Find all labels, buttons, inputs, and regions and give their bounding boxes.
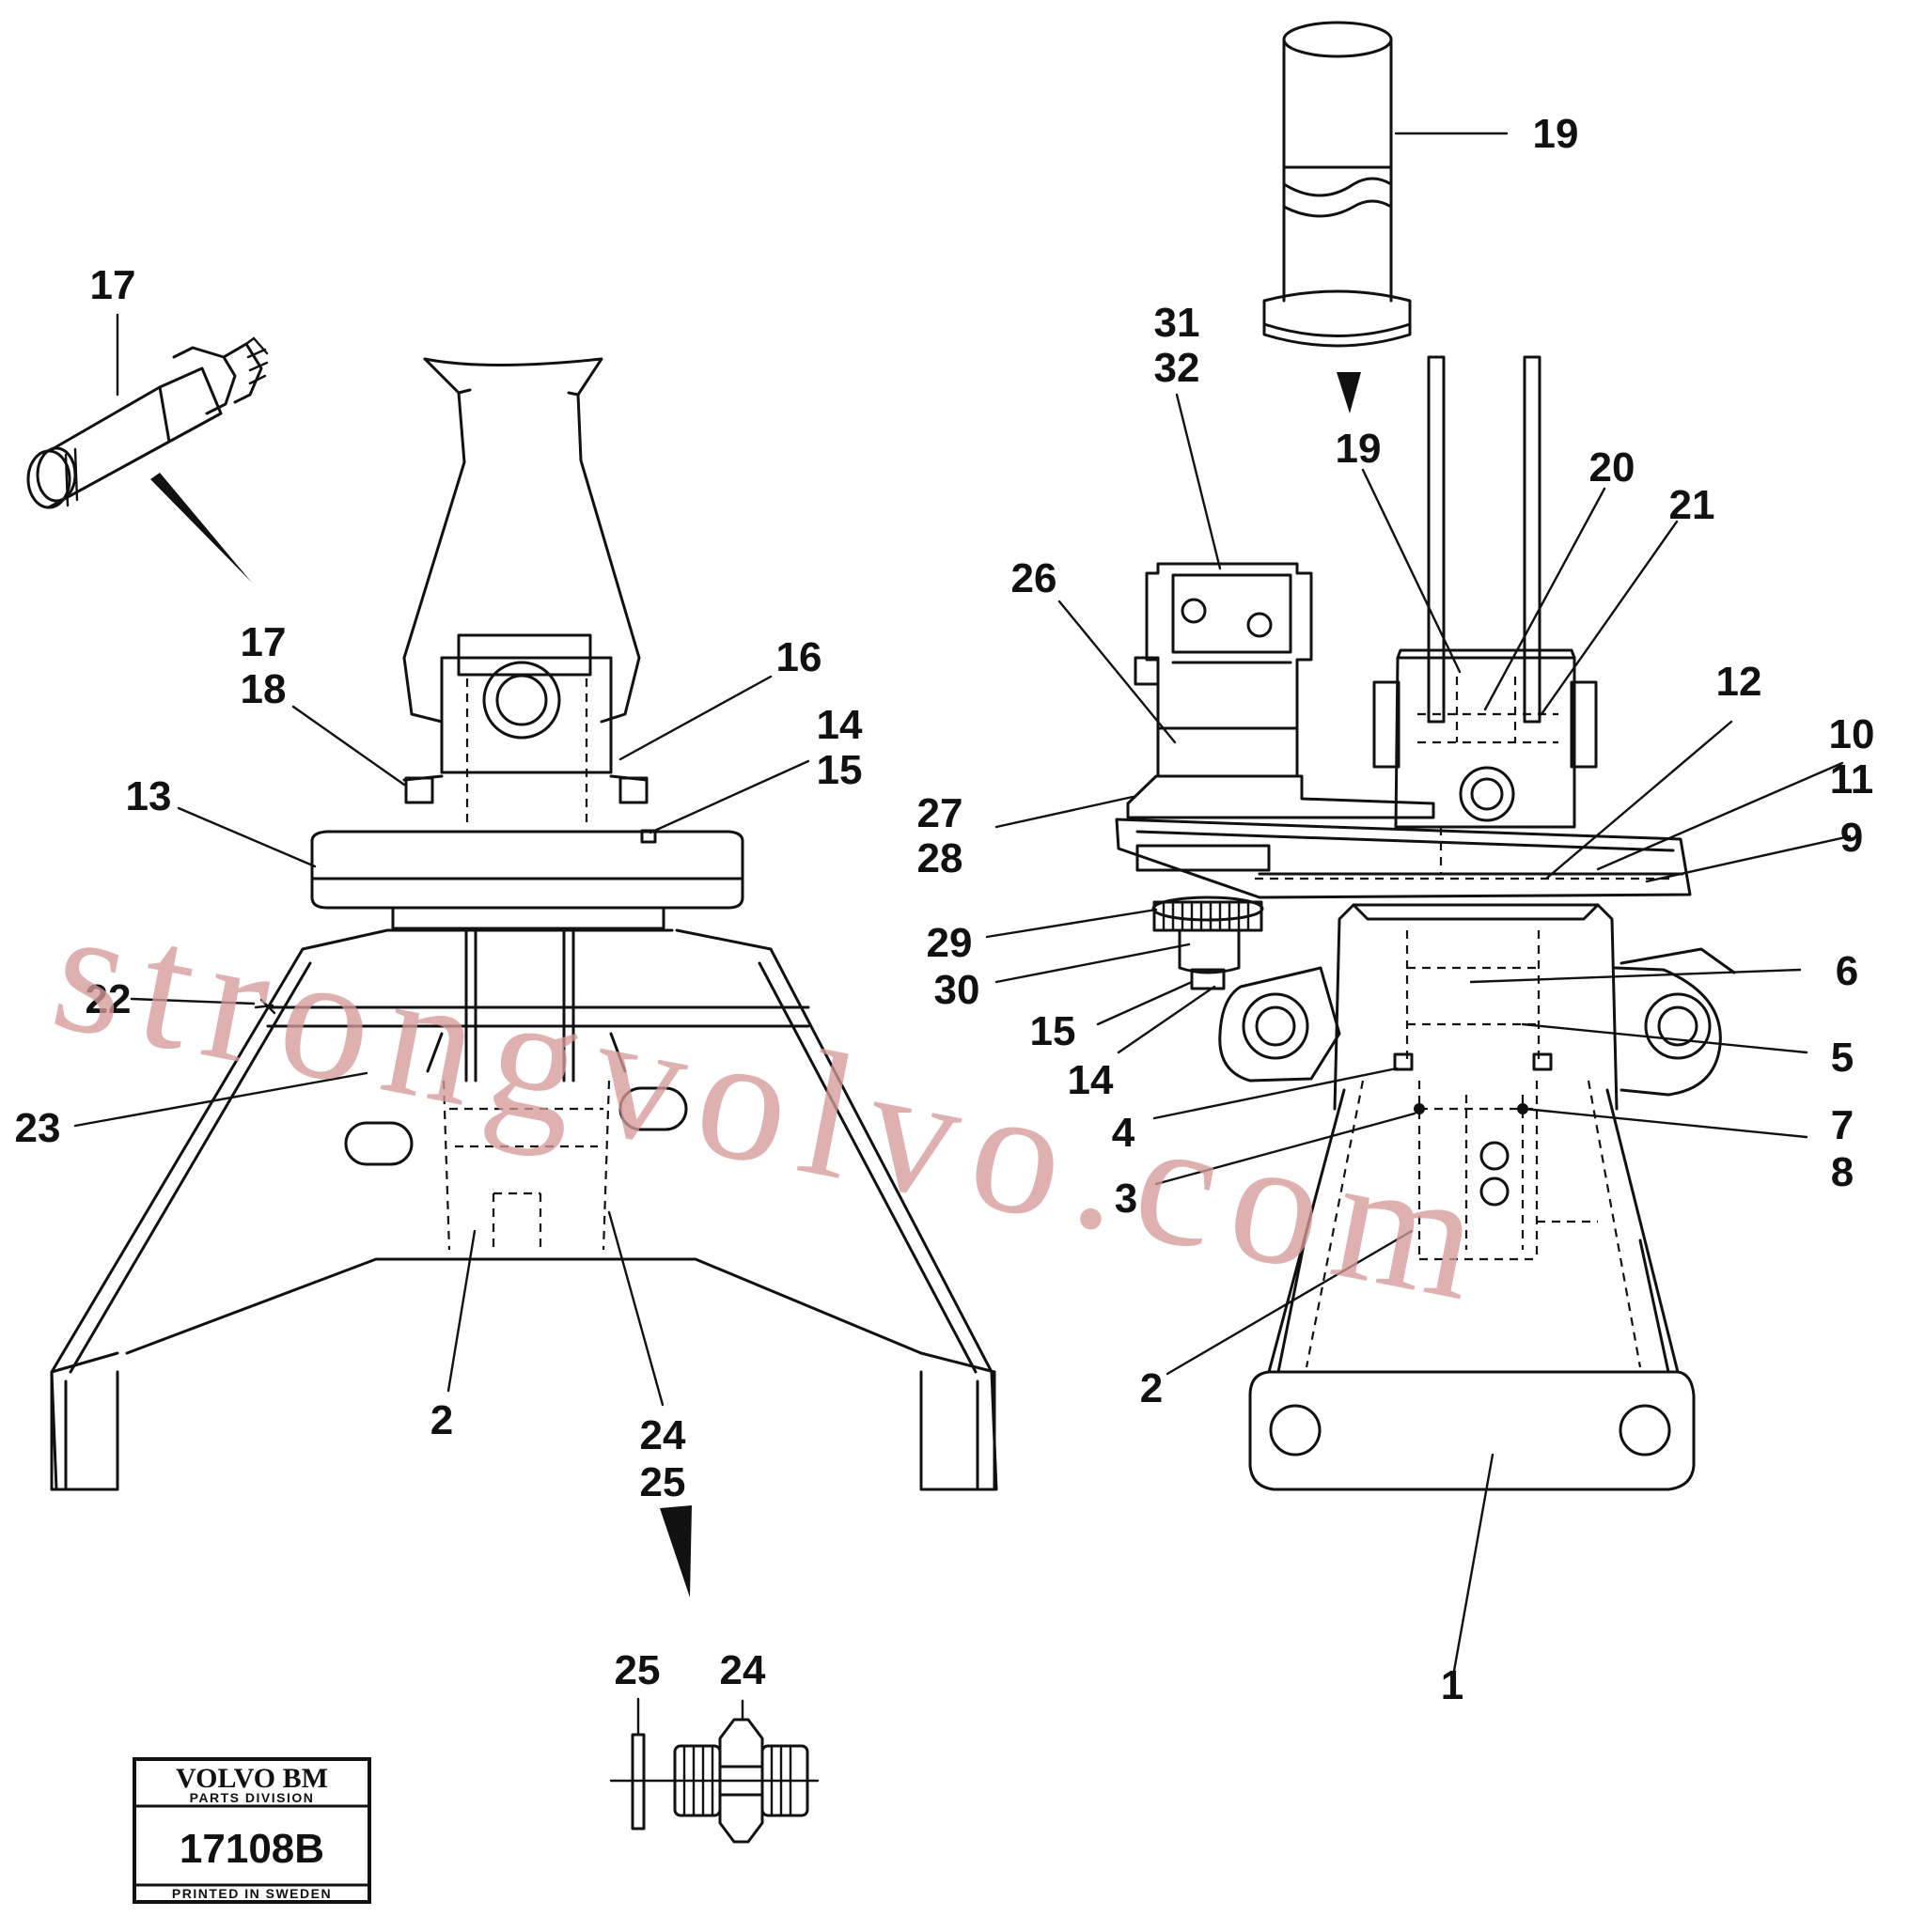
callout-9: 9: [1840, 815, 1863, 861]
pointer-19: [1337, 372, 1361, 413]
callout-7: 7: [1831, 1102, 1854, 1148]
callout-6: 6: [1836, 948, 1858, 994]
control-levers: [1427, 355, 1541, 724]
stamp-printed: PRINTED IN SWEDEN: [172, 1886, 332, 1901]
watermark: strongvolvo.com: [39, 869, 1510, 1341]
lever-grip-19: [1262, 21, 1412, 348]
callout-13: 13: [126, 773, 172, 819]
callout-14-left: 14: [817, 702, 863, 748]
pointer-17: [150, 473, 252, 583]
callout-19-top: 19: [1533, 111, 1579, 157]
callout-24-lower: 24: [720, 1647, 766, 1693]
callout-11: 11: [1830, 756, 1874, 802]
callout-19-mid: 19: [1336, 426, 1382, 472]
callout-26: 26: [1011, 555, 1057, 601]
base-frame-left: [50, 928, 998, 1491]
callout-24-upper: 24: [640, 1412, 686, 1458]
callout-15-left: 15: [817, 747, 863, 793]
callout-2-left: 2: [430, 1397, 453, 1443]
callout-14-right: 14: [1068, 1057, 1114, 1103]
callout-18: 18: [241, 666, 287, 712]
callout-2-right: 2: [1140, 1365, 1163, 1411]
callout-25-upper: 25: [640, 1459, 686, 1505]
left-assembly: [26, 336, 998, 1844]
stamp-brand: VOLVO BM: [176, 1763, 328, 1794]
pointer-24-25: [660, 1505, 692, 1597]
leader-lines: [73, 132, 1852, 1737]
gear-29-30: [1151, 896, 1264, 990]
callouts: 17 17 18 13 16 14 15 22 23 2 24 25 25 24…: [15, 111, 1875, 1708]
stamp-division: PARTS DIVISION: [190, 1790, 315, 1805]
callout-12: 12: [1716, 659, 1762, 705]
callout-28: 28: [917, 835, 963, 881]
callout-27: 27: [917, 790, 963, 836]
callout-5: 5: [1831, 1035, 1854, 1081]
callout-17-top: 17: [90, 262, 136, 308]
callout-8: 8: [1831, 1149, 1854, 1195]
callout-4: 4: [1112, 1110, 1135, 1156]
stamp-number: 17108B: [180, 1826, 324, 1872]
callout-23: 23: [15, 1105, 61, 1151]
callout-10: 10: [1829, 711, 1875, 757]
swivel-housing: [1218, 903, 1736, 1111]
fitting-17-drawing: [26, 336, 269, 509]
turntable-plate-13: [310, 830, 744, 930]
callout-15-right: 15: [1030, 1008, 1076, 1054]
callout-3: 3: [1115, 1176, 1137, 1222]
callout-20: 20: [1589, 444, 1635, 491]
operator-seat-drawing: [402, 357, 657, 844]
base-arm-1: [1248, 1080, 1696, 1491]
callout-22: 22: [86, 976, 132, 1022]
callout-17-bottom: 17: [241, 619, 287, 665]
motor-26: [1126, 562, 1435, 819]
callout-16: 16: [776, 634, 822, 680]
callout-32: 32: [1154, 345, 1200, 391]
nipple-24-25-drawing: [609, 1718, 820, 1844]
callout-30: 30: [934, 967, 980, 1013]
callout-1: 1: [1441, 1662, 1463, 1708]
callout-21: 21: [1669, 482, 1715, 528]
volvo-bm-stamp: VOLVO BM PARTS DIVISION 17108B PRINTED I…: [133, 1757, 371, 1904]
callout-31: 31: [1154, 300, 1200, 346]
plate-9-12: [1115, 818, 1692, 899]
callout-25-lower: 25: [615, 1647, 661, 1693]
callout-29: 29: [927, 920, 973, 966]
valve-block-20-21: [1372, 648, 1598, 829]
